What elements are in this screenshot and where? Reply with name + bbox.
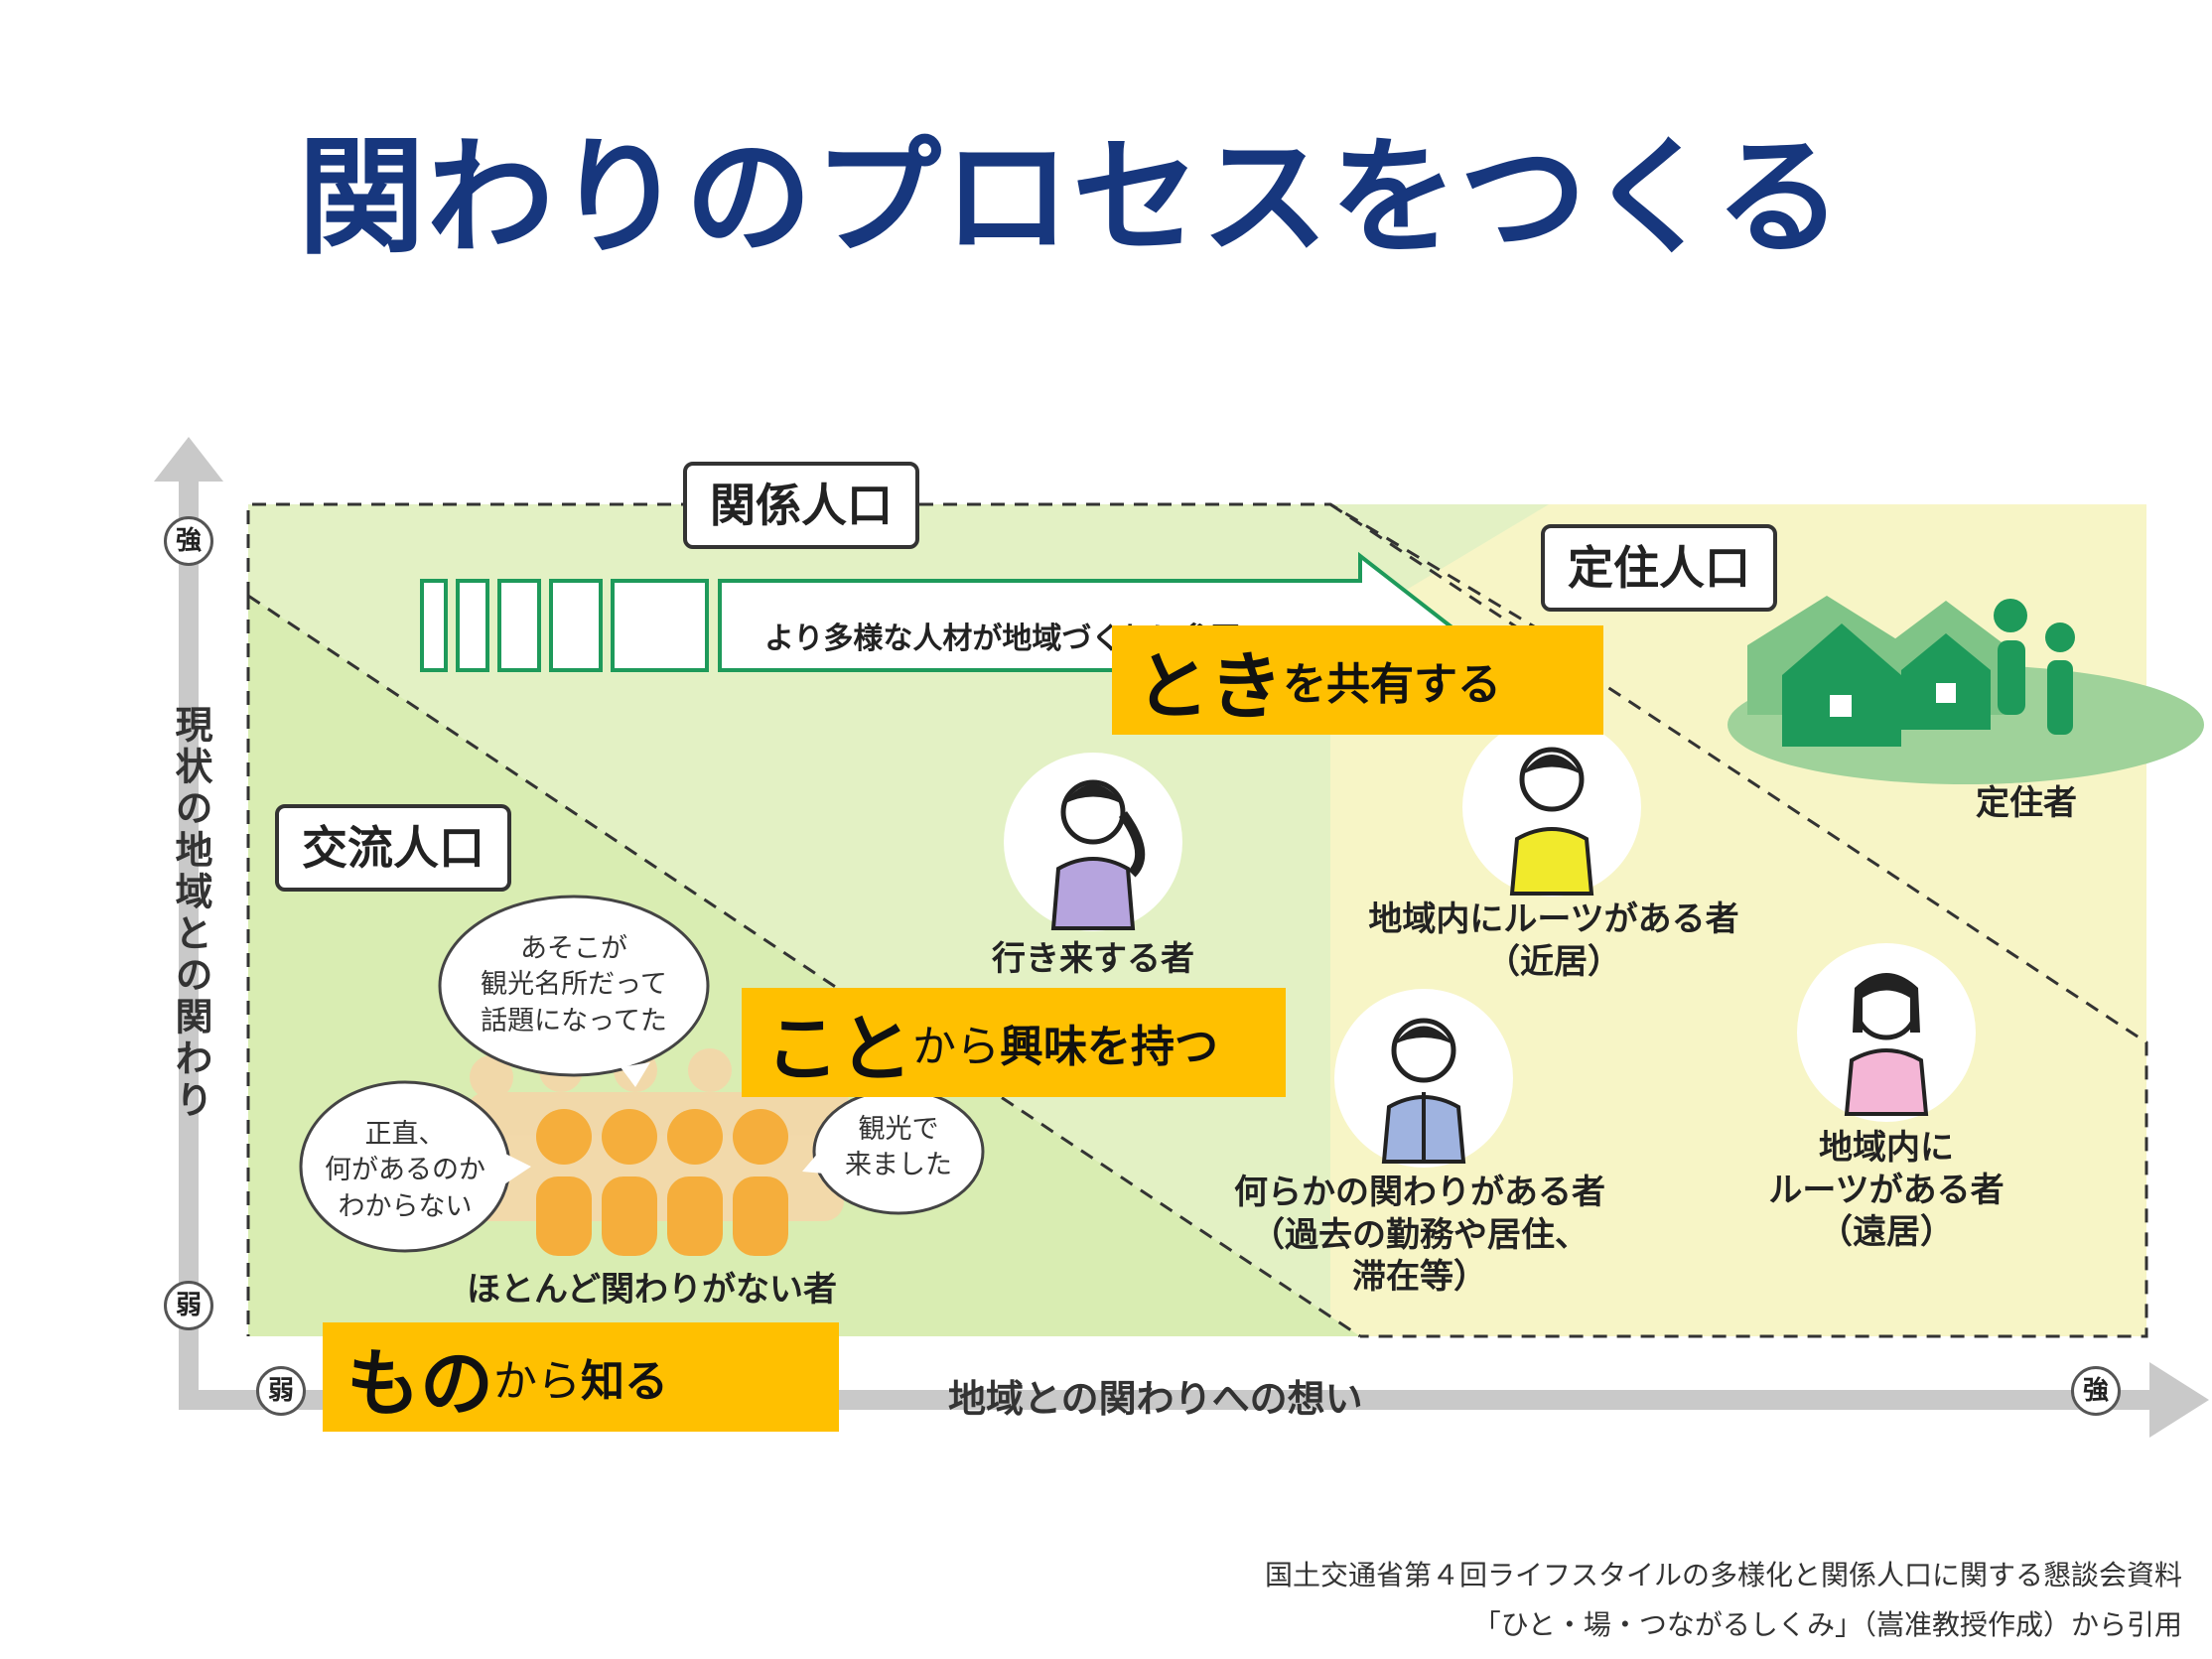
- bubble-right-line-2: 来ました: [845, 1150, 952, 1181]
- roots-near-line-2: （近居）: [1486, 941, 1621, 982]
- roots-near-line-1: 地域内にルーツがある者: [1368, 899, 1739, 939]
- some-relation-line-2: （過去の勤務や居住、: [1251, 1214, 1589, 1255]
- mono-banner-big: もの: [346, 1340, 493, 1427]
- bubble-left-line-1: 正直、: [364, 1119, 446, 1150]
- page-title: 関わりのプロセスをつくる: [298, 124, 1845, 272]
- some-relation-line-1: 何らかの関わりがある者: [1234, 1173, 1605, 1212]
- relation-population-label: 関係人口: [683, 462, 919, 549]
- koto-banner: こと から 興味を持つ: [742, 988, 1286, 1097]
- toki-banner-small: を共有する: [1283, 659, 1501, 710]
- crowd: [467, 1048, 849, 1256]
- some-relation-label: 何らかの関わりがある者 （過去の勤務や居住、 滞在等）: [1221, 1172, 1618, 1299]
- koto-banner-big: こと: [765, 1006, 912, 1092]
- bubble-right-text: 観光で 来ました: [834, 1112, 963, 1184]
- bubble-top-text: あそこが 観光名所だって 話題になってた: [467, 931, 681, 1039]
- x-axis-strong-mark: 強: [2071, 1366, 2121, 1416]
- person-roots-far: [1797, 943, 1976, 1122]
- y-axis-weak-mark: 弱: [164, 1281, 213, 1330]
- bubble-top-line-2: 観光名所だって: [481, 969, 667, 1001]
- mono-banner-small: 知る: [581, 1356, 668, 1407]
- settled-boundary: [1329, 502, 2148, 1338]
- person-roots-near: [1462, 718, 1641, 897]
- x-axis-label: 地域との関わりへの想い: [948, 1377, 1363, 1421]
- some-relation-line-3: 滞在等）: [1352, 1257, 1487, 1297]
- roots-far-label: 地域内に ルーツがある者 （遠居）: [1747, 1127, 2025, 1254]
- bubble-left-text: 正直、 何があるのか わからない: [316, 1117, 494, 1225]
- exchange-population-label: 交流人口: [275, 804, 511, 892]
- bubble-top: [438, 895, 710, 1087]
- bubble-right-line-1: 観光で: [858, 1114, 939, 1145]
- mono-banner: もの から 知る: [323, 1322, 839, 1432]
- roots-near-label: 地域内にルーツがある者 （近居）: [1355, 899, 1752, 983]
- y-axis-label: 現状の地域との関わり: [169, 705, 212, 1122]
- source-line-2: 「ひと・場・つながるしくみ」（嵩准教授作成）から引用: [1472, 1608, 2182, 1641]
- roots-far-line-2: ルーツがある者: [1768, 1170, 2005, 1210]
- bubble-left-line-2: 何があるのか: [325, 1155, 485, 1186]
- settled-houses: [1728, 596, 2204, 784]
- growth-arrow: [420, 551, 1453, 700]
- person-visitor: [1004, 753, 1182, 931]
- koto-banner-small: 興味を持つ: [1000, 1022, 1218, 1072]
- toki-banner-big: とき: [1136, 643, 1283, 730]
- bubble-left-line-3: わからない: [338, 1190, 473, 1222]
- roots-far-line-3: （遠居）: [1819, 1212, 1954, 1252]
- bubble-top-line-3: 話題になってた: [481, 1005, 667, 1037]
- roots-far-line-1: 地域内に: [1819, 1128, 1954, 1168]
- bubble-top-line-1: あそこが: [520, 933, 627, 964]
- visitor-label: 行き来する者: [992, 939, 1194, 979]
- toki-banner: とき を共有する: [1112, 625, 1603, 735]
- source-line-1: 国土交通省第４回ライフスタイルの多様化と関係人口に関する懇談会資料: [1264, 1559, 2182, 1591]
- y-axis: [154, 437, 223, 1410]
- no-relation-label: ほとんど関わりがない者: [467, 1270, 837, 1310]
- person-some-relation: [1334, 989, 1513, 1168]
- exchange-boundary: [247, 594, 1361, 1338]
- settler-label: 定住者: [1976, 783, 2077, 823]
- settled-population-label: 定住人口: [1541, 524, 1777, 612]
- bubble-left: [299, 1080, 531, 1253]
- mono-banner-kara: から: [493, 1356, 581, 1407]
- koto-banner-kara: から: [912, 1022, 1000, 1072]
- x-axis-weak-mark: 弱: [256, 1366, 306, 1416]
- y-axis-strong-mark: 強: [164, 516, 213, 566]
